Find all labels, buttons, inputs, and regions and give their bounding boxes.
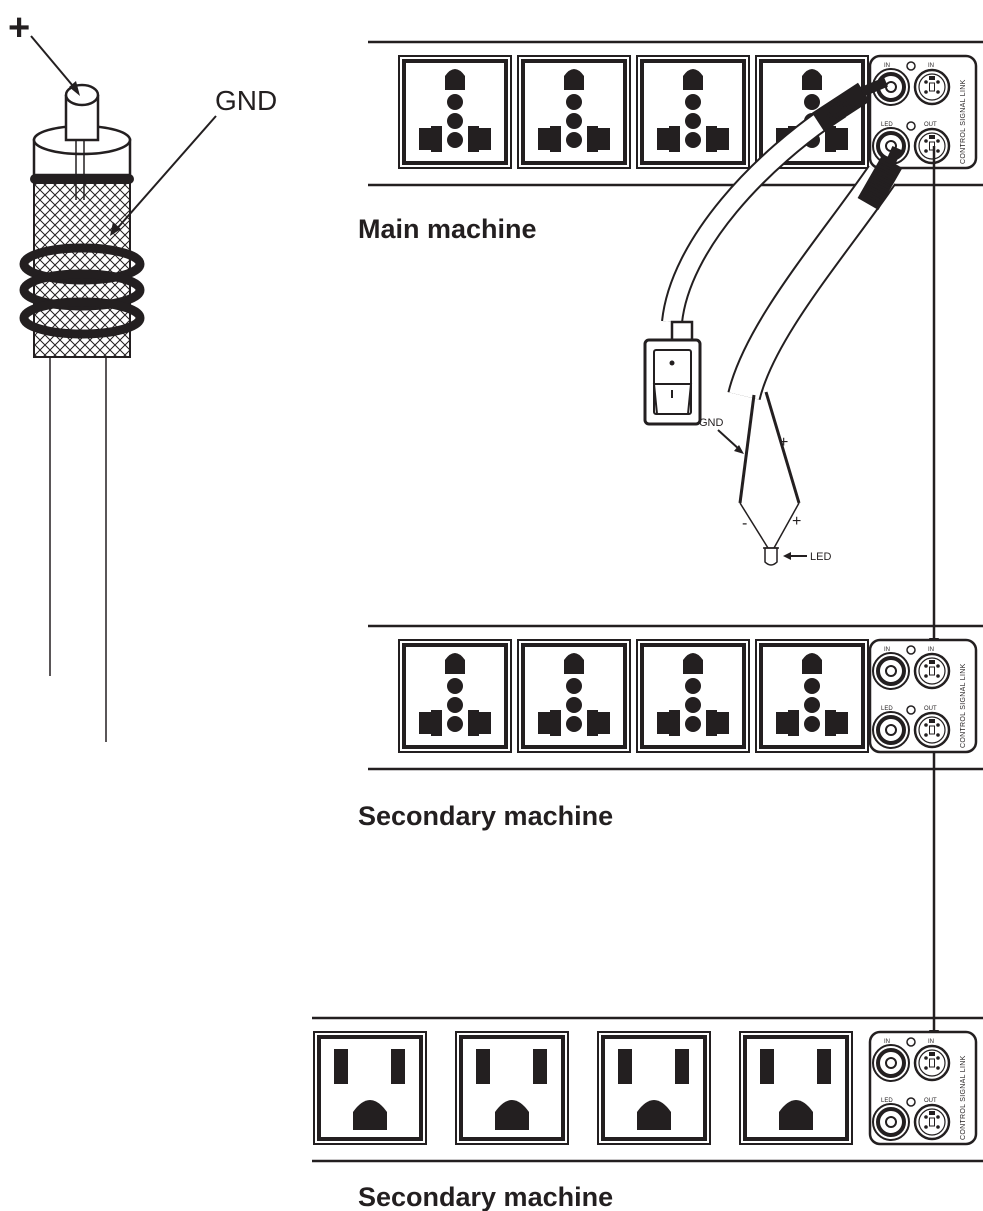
main-in-left-label: IN	[884, 63, 890, 69]
in-din-jack[interactable]	[913, 652, 951, 690]
sec1-led-label: LED	[881, 706, 893, 712]
led-wiring	[717, 391, 807, 566]
out-din-jack[interactable]	[913, 711, 951, 749]
rca-plug	[19, 35, 217, 742]
rocker-switch[interactable]	[643, 338, 702, 426]
secondary-machine-unit-1	[368, 624, 983, 771]
sec2-in-right-label: IN	[928, 1039, 934, 1045]
led-rca-jack[interactable]	[871, 1102, 911, 1142]
sec1-panel-text: CONTROL SIGNAL LINK	[960, 663, 967, 748]
sec1-in-right-label: IN	[928, 647, 934, 653]
universal-socket-3	[635, 638, 751, 754]
sec1-in-left-label: IN	[884, 647, 890, 653]
main-machine-caption: Main machine	[358, 214, 537, 244]
in-din-jack[interactable]	[913, 68, 951, 106]
secondary-machine-caption-2: Secondary machine	[358, 1182, 613, 1211]
wire-plus-label: +	[779, 434, 788, 451]
led-cable	[727, 145, 903, 401]
led-gnd-label: GND	[699, 417, 724, 429]
control-link-lines	[929, 146, 939, 1040]
main-in-right-label: IN	[928, 63, 934, 69]
led-rca-jack[interactable]	[871, 710, 911, 750]
universal-socket-2	[516, 638, 632, 754]
in-rca-jack[interactable]	[871, 1043, 911, 1083]
sec2-panel-text: CONTROL SIGNAL LINK	[960, 1055, 967, 1140]
led-plus-label: +	[792, 513, 801, 530]
out-din-jack[interactable]	[913, 127, 951, 165]
sec1-out-label: OUT	[924, 706, 937, 712]
led-minus-label: -	[742, 515, 747, 532]
sec2-in-left-label: IN	[884, 1039, 890, 1045]
in-rca-jack[interactable]	[871, 651, 911, 691]
out-din-jack[interactable]	[913, 1103, 951, 1141]
secondary-machine-caption-1: Secondary machine	[358, 801, 613, 831]
universal-socket-1	[397, 54, 513, 170]
us-socket-4	[738, 1030, 854, 1146]
sec2-out-label: OUT	[924, 1098, 937, 1104]
us-socket-2	[454, 1030, 570, 1146]
us-socket-3	[596, 1030, 712, 1146]
in-din-jack[interactable]	[913, 1044, 951, 1082]
sec2-led-label: LED	[881, 1098, 893, 1104]
universal-socket-1	[397, 638, 513, 754]
universal-socket-4	[754, 638, 870, 754]
universal-socket-3	[635, 54, 751, 170]
main-panel-text: CONTROL SIGNAL LINK	[960, 79, 967, 164]
universal-socket-2	[516, 54, 632, 170]
main-led-label: LED	[881, 122, 893, 128]
us-socket-1	[312, 1030, 428, 1146]
switch-cable	[661, 77, 888, 346]
plug-plus-label: +	[8, 7, 30, 49]
led-label: LED	[810, 551, 831, 563]
plug-gnd-label: GND	[215, 85, 277, 116]
secondary-machine-unit-2	[312, 1016, 983, 1163]
main-out-label: OUT	[924, 122, 937, 128]
